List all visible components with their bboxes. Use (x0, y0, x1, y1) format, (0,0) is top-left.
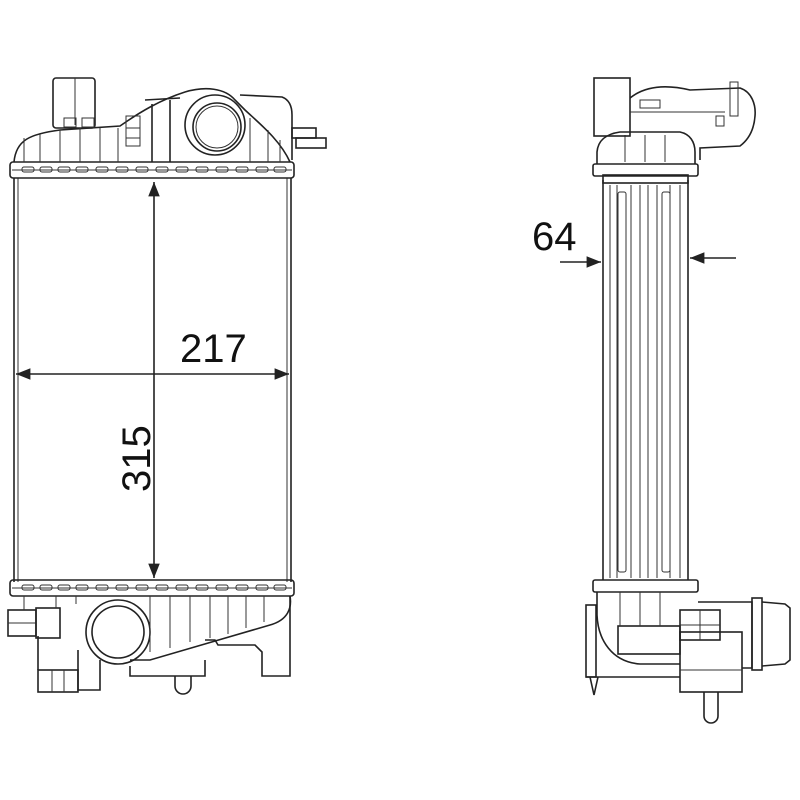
core (13, 178, 292, 582)
side-top-tank (592, 77, 756, 177)
dimension-height: 315 (115, 182, 160, 578)
dimension-depth: 64 (532, 215, 736, 268)
height-dimension-label: 315 (115, 425, 159, 492)
side-bottom-tank (585, 579, 791, 724)
bottom-tank (7, 595, 292, 695)
front-view: 315 217 (7, 77, 327, 695)
side-core (602, 174, 689, 580)
depth-dimension-label: 64 (532, 215, 577, 259)
top-tank (13, 77, 327, 163)
top-header (9, 161, 295, 179)
side-view: 64 (532, 77, 791, 724)
bottom-header (9, 579, 295, 597)
width-dimension-label: 217 (180, 327, 247, 371)
dimension-width: 217 (15, 327, 289, 380)
